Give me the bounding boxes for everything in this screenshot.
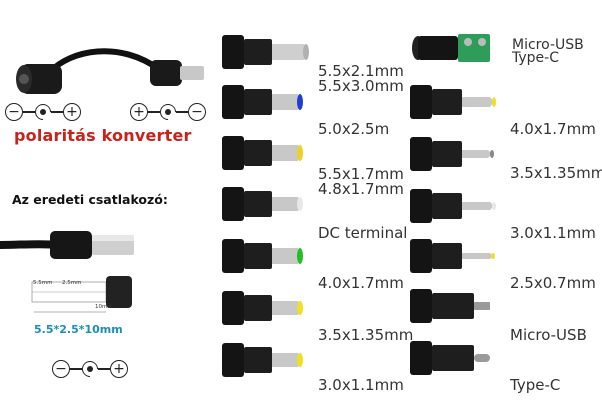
minus-icon: −	[188, 103, 206, 121]
dim-outer-label: 5.5mm	[33, 280, 53, 286]
type-c-icon	[410, 341, 490, 375]
original-connector-illustration	[0, 215, 165, 275]
tip-label-4.8x1.7: 3.0x1.1mm	[318, 376, 404, 394]
dim-inner-label: 2.5mm	[62, 280, 82, 286]
tip-label-2.5x0.7: 2.5x0.7mm	[510, 274, 596, 292]
original-dimensions: 5.5*2.5*10mm	[34, 323, 123, 336]
tip-connector-icon	[410, 189, 496, 223]
dc-terminal-icon	[412, 34, 490, 62]
tip-label-6.3x3.0: 4.0x1.7mm	[318, 274, 404, 292]
tip-connector-icon	[222, 187, 303, 221]
micro-usb-icon	[410, 289, 490, 323]
tip-label-type-c: Type-C	[510, 376, 561, 394]
tip-connector-icon	[410, 137, 494, 171]
tip-connector-icon	[222, 136, 303, 170]
dimension-drawing: 5.5mm 2.5mm 10mm	[30, 272, 140, 320]
tip-label-line: 5.5x1.7mm	[318, 165, 404, 183]
tip-label-5.5x3.0: 5.5x1.7mm 4.8x1.7mm	[318, 167, 404, 197]
tip-label-line: Type-C	[512, 50, 559, 66]
tip-label-micro-usb: Micro-USB	[510, 326, 587, 344]
plus-icon: +	[130, 103, 148, 121]
minus-icon: −	[5, 103, 23, 121]
tip-label-6.5x4.4: 5.5x2.1mm 5.5x3.0mm	[318, 64, 404, 94]
tip-label-line: Micro-USB	[512, 37, 584, 53]
tip-label-5.0x2.5: DC terminal	[318, 224, 408, 242]
tip-connector-icon	[222, 85, 303, 119]
polarity-diagram-left: − +	[5, 103, 81, 121]
tip-connector-icon	[222, 239, 303, 273]
tip-label-line: 5.5x3.0mm	[318, 77, 404, 95]
cable-illustration	[10, 30, 210, 100]
tip-label-3.0x1.1: 3.0x1.1mm	[510, 224, 596, 242]
tip-connector-icon	[410, 85, 496, 119]
tip-label-dc-terminal: Micro-USB Type-C	[512, 37, 584, 66]
plus-icon: +	[63, 103, 81, 121]
center-pin-icon	[160, 104, 176, 120]
tip-label-5.5x1.7: 3.5x1.35mm	[318, 326, 414, 344]
polarity-diagram-bottom: − +	[52, 360, 128, 378]
polarity-diagram-right: + −	[130, 103, 206, 121]
tip-label-line: 5.5x2.1mm	[318, 62, 404, 80]
minus-icon: −	[52, 360, 70, 378]
original-connector-heading: Az eredeti csatlakozó:	[12, 192, 168, 207]
tip-label-3.5x1.35: 3.5x1.35mm	[510, 164, 602, 182]
tip-label-line: 4.8x1.7mm	[318, 180, 404, 198]
tip-label-4.0x1.7: 4.0x1.7mm	[510, 120, 596, 138]
center-pin-icon	[35, 104, 51, 120]
plus-icon: +	[110, 360, 128, 378]
center-pin-icon	[82, 361, 98, 377]
tip-connector-icon	[222, 291, 303, 325]
dim-length-label: 10mm	[95, 304, 113, 310]
tip-connector-icon	[222, 35, 309, 69]
tip-label-5.5x2.1: 5.0x2.5m	[318, 120, 390, 138]
tip-connector-icon	[222, 343, 303, 377]
converter-title: polaritás konverter	[14, 126, 192, 145]
tip-connector-icon	[410, 239, 495, 273]
